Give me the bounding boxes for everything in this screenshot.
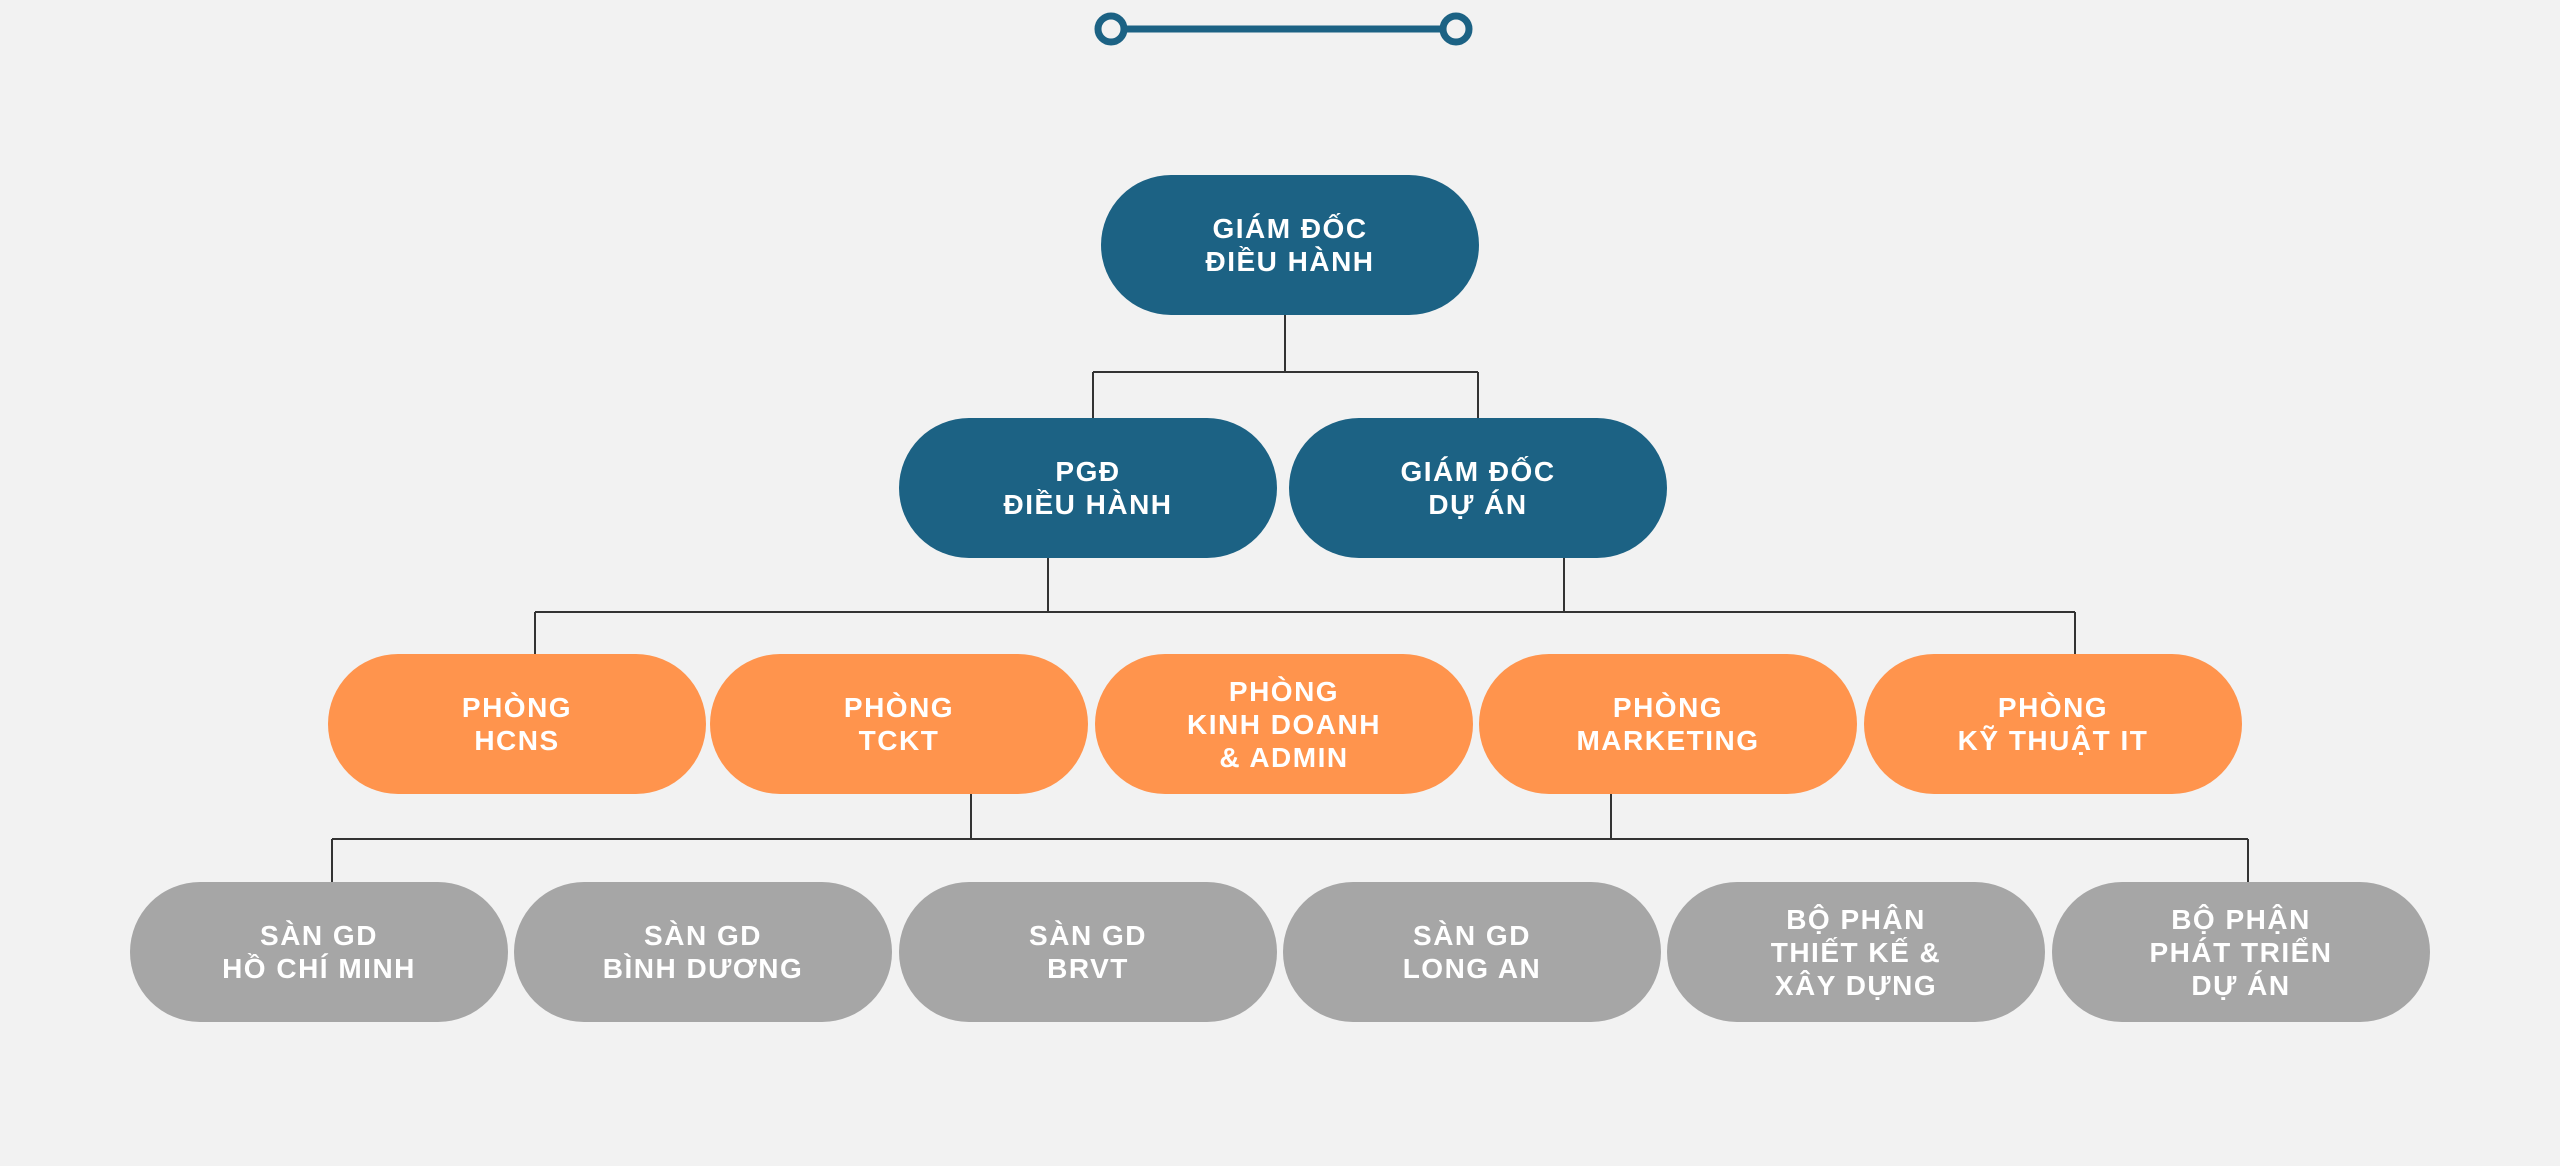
- node-floor-brvt-label: SÀN GD BRVT: [1029, 920, 1147, 984]
- node-dept-sales-admin: PHÒNG KINH DOANH & ADMIN: [1095, 654, 1473, 794]
- node-dept-sales-admin-label: PHÒNG KINH DOANH & ADMIN: [1187, 675, 1381, 773]
- node-floor-longan: SÀN GD LONG AN: [1283, 882, 1661, 1022]
- node-ceo-label: GIÁM ĐỐC ĐIỀU HÀNH: [1205, 213, 1375, 277]
- node-project-director-label: GIÁM ĐỐC DỰ ÁN: [1400, 456, 1556, 520]
- node-dept-tckt: PHÒNG TCKT: [710, 654, 1088, 794]
- ornament-right-dot: [1439, 12, 1473, 46]
- tree-connectors: [331, 315, 2249, 882]
- node-project-director: GIÁM ĐỐC DỰ ÁN: [1289, 418, 1667, 558]
- node-unit-design-build: BỘ PHẬN THIẾT KẾ & XÂY DỰNG: [1667, 882, 2045, 1022]
- node-deputy-gd: PGĐ ĐIỀU HÀNH: [899, 418, 1277, 558]
- node-dept-tckt-label: PHÒNG TCKT: [843, 692, 955, 756]
- node-deputy-gd-label: PGĐ ĐIỀU HÀNH: [1003, 456, 1173, 520]
- node-ceo: GIÁM ĐỐC ĐIỀU HÀNH: [1101, 175, 1479, 315]
- node-dept-hcns-label: PHÒNG HCNS: [461, 692, 573, 756]
- ornament-left-dot: [1094, 12, 1128, 46]
- node-dept-marketing: PHÒNG MARKETING: [1479, 654, 1857, 794]
- node-floor-hcm: SÀN GD HỒ CHÍ MINH: [130, 882, 508, 1022]
- node-floor-longan-label: SÀN GD LONG AN: [1402, 920, 1542, 984]
- node-floor-binhduong: SÀN GD BÌNH DƯƠNG: [514, 882, 892, 1022]
- node-dept-hcns: PHÒNG HCNS: [328, 654, 706, 794]
- node-floor-binhduong-label: SÀN GD BÌNH DƯƠNG: [602, 920, 804, 984]
- top-ornament: [1094, 12, 1473, 46]
- node-unit-design-build-label: BỘ PHẬN THIẾT KẾ & XÂY DỰNG: [1770, 903, 1942, 1001]
- node-dept-marketing-label: PHÒNG MARKETING: [1576, 692, 1760, 756]
- node-dept-it-label: PHÒNG KỸ THUẬT IT: [1957, 692, 2149, 756]
- node-floor-brvt: SÀN GD BRVT: [899, 882, 1277, 1022]
- node-dept-it: PHÒNG KỸ THUẬT IT: [1864, 654, 2242, 794]
- node-unit-project-dev-label: BỘ PHẬN PHÁT TRIỂN DỰ ÁN: [2149, 903, 2333, 1001]
- node-floor-hcm-label: SÀN GD HỒ CHÍ MINH: [222, 920, 416, 984]
- node-unit-project-dev: BỘ PHẬN PHÁT TRIỂN DỰ ÁN: [2052, 882, 2430, 1022]
